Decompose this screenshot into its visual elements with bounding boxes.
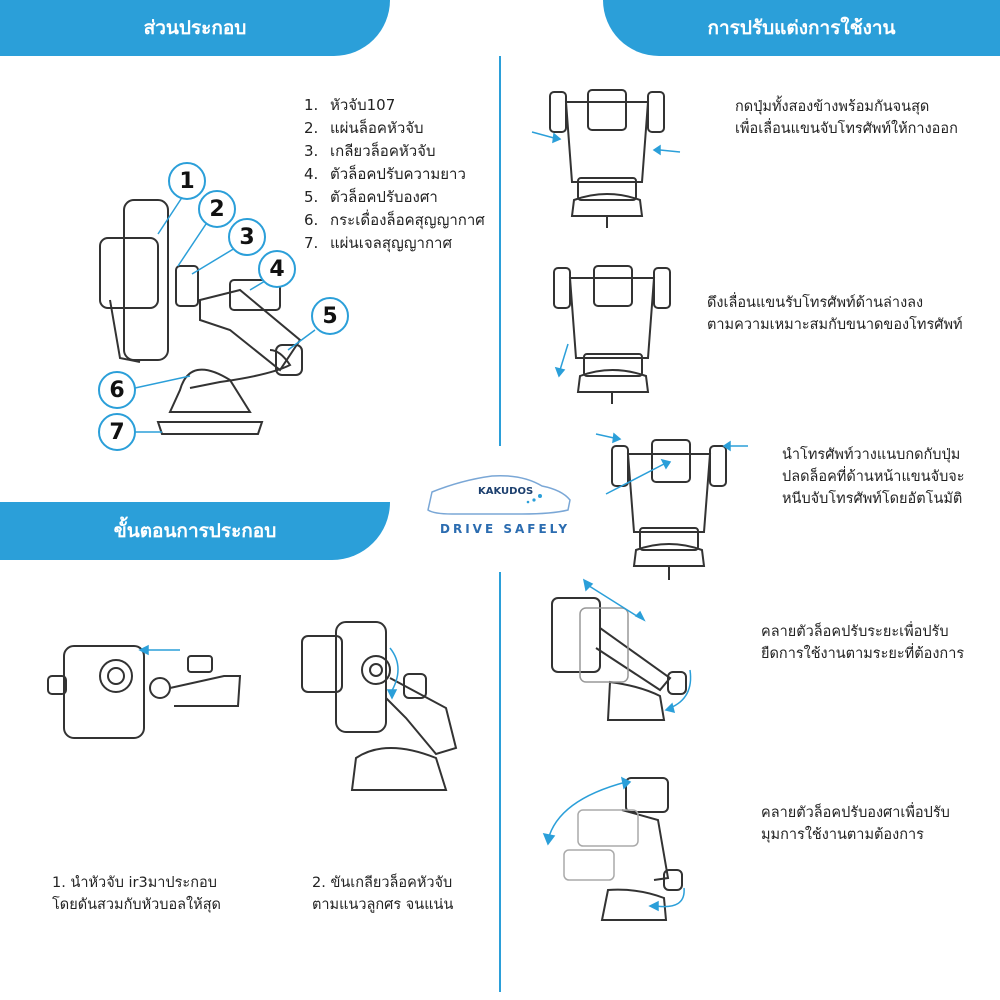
assembly-illustration-2 xyxy=(301,621,458,791)
car-outline-icon xyxy=(427,474,571,515)
callout-4: 4 xyxy=(258,250,296,288)
usage-illustration-3 xyxy=(595,432,748,580)
assembly-step-2: 2. ขันเกลียวล็อคหัวจับ ตามแนวลูกศร จนแน่… xyxy=(312,875,454,913)
usage-section-title: การปรับแต่งการใช้งาน xyxy=(707,17,896,39)
parts-section-banner: ส่วนประกอบ xyxy=(0,0,390,56)
callout-7: 7 xyxy=(98,413,136,451)
divider-bottom xyxy=(499,572,501,992)
callout-1: 1 xyxy=(168,162,206,200)
assembly-section-banner: ขั้นตอนการประกอบ xyxy=(0,502,390,560)
parts-list-item: 2.แผ่นล็อคหัวจับ xyxy=(304,119,424,137)
kakudos-logo: KAKUDOS DRIVE SAFELY xyxy=(422,466,578,542)
parts-list-item: 4.ตัวล็อคปรับความยาว xyxy=(304,165,466,183)
usage-illustration-4 xyxy=(551,578,692,721)
assembly-illustration-1 xyxy=(47,644,242,739)
divider-top xyxy=(499,56,501,446)
parts-list-item: 1.หัวจับ107 xyxy=(304,96,396,114)
usage-step-1: กดปุ่มทั้งสองข้างพร้อมกันจนสุด เพื่อเลื่… xyxy=(735,99,958,137)
callout-6: 6 xyxy=(98,371,136,409)
usage-step-2: ดึงเลื่อนแขนรับโทรศัพท์ด้านล่างลง ตามควา… xyxy=(707,295,963,333)
usage-illustration-5 xyxy=(542,776,685,921)
usage-illustration-1 xyxy=(531,89,681,228)
holder-parts-illustration xyxy=(99,195,316,435)
assembly-step-1: 1. นำหัวจับ ir3มาประกอบ โดยดันสวมกับหัวบ… xyxy=(52,875,221,913)
callout-5: 5 xyxy=(311,297,349,335)
parts-section-title: ส่วนประกอบ xyxy=(143,17,247,39)
logo-brand-text: KAKUDOS xyxy=(478,486,534,497)
usage-illustration-2 xyxy=(553,265,671,404)
usage-section-banner: การปรับแต่งการใช้งาน xyxy=(603,0,1000,56)
parts-list-item: 7.แผ่นเจลสุญญากาศ xyxy=(304,234,452,252)
usage-step-5: คลายตัวล็อคปรับองศาเพื่อปรับ มุมการใช้งา… xyxy=(761,805,950,843)
usage-step-3: นำโทรศัพท์วางแนบกดกับปุ่ม ปลดล็อคที่ด้าน… xyxy=(782,447,965,507)
callout-3: 3 xyxy=(228,218,266,256)
parts-list-item: 5.ตัวล็อคปรับองศา xyxy=(304,188,438,206)
usage-step-4: คลายตัวล็อคปรับระยะเพื่อปรับ ยืดการใช้งา… xyxy=(761,624,965,662)
logo-tagline: DRIVE SAFELY xyxy=(440,522,571,536)
parts-list-item: 6.กระเดื่องล็อคสุญญากาศ xyxy=(304,211,485,229)
parts-list-item: 3.เกลียวล็อคหัวจับ xyxy=(304,142,436,160)
parts-list: 1.หัวจับ107 2.แผ่นล็อคหัวจับ 3.เกลียวล็อ… xyxy=(304,94,485,255)
assembly-section-title: ขั้นตอนการประกอบ xyxy=(113,520,277,542)
callout-2: 2 xyxy=(198,190,236,228)
